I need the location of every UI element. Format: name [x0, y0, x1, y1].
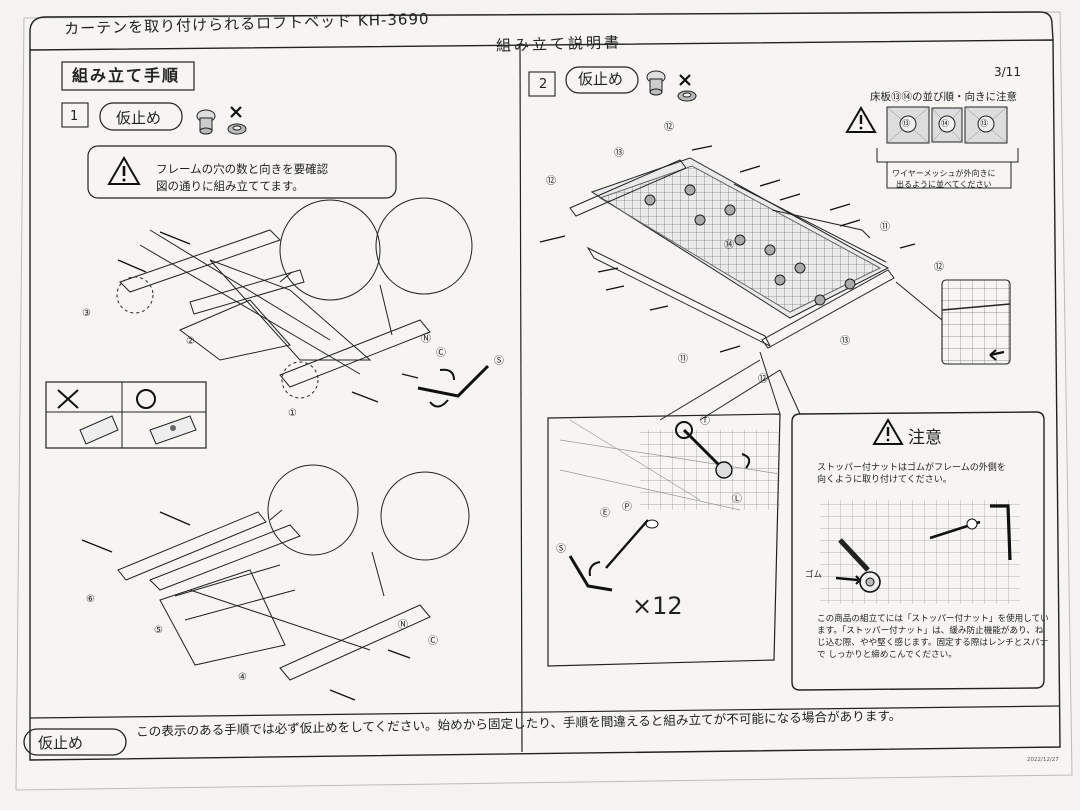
part-label-5: ⑤ [154, 625, 163, 636]
outer-frame [29, 39, 1061, 761]
footer-badge-frame [23, 728, 127, 756]
part-label-11-right: ⑪ [880, 222, 890, 233]
part-label-12-bottom: ⑫ [758, 374, 768, 385]
bolts-step2 [539, 145, 916, 353]
part-label-4: ④ [238, 672, 247, 683]
footer-divider [29, 705, 1061, 719]
stopper-nut-note: この商品の組立てには「ストッパー付ナット」を使用しています。「ストッパー付ナット… [817, 614, 1049, 660]
part-label-3: ③ [82, 308, 91, 319]
hardware-label-n: Ⓝ [421, 334, 431, 345]
section-heading-box [61, 61, 195, 91]
part-label-12-right: ⑫ [934, 262, 944, 273]
part-label-13-bottom: ⑬ [840, 336, 850, 347]
rubber-label: ゴム [805, 570, 823, 580]
prohibited-washer-icon-2 [677, 74, 697, 102]
warning-triangle-icon-2 [845, 106, 877, 133]
step-1-number-box [61, 102, 89, 128]
stopper-instruction: ストッパー付ナットはゴムがフレームの外側を 向くように取り付けてください。 [817, 463, 1006, 485]
comparison-box [45, 381, 207, 449]
document-type: 組み立て説明書 [495, 33, 623, 55]
warning-text-step1: フレームの穴の数と向きを要確認 図の通りに組み立ててます。 [156, 162, 329, 193]
floor-panel-14: ⑭ [941, 119, 949, 128]
detail-wrench-inset [547, 359, 781, 667]
warning-triangle-icon [107, 155, 141, 185]
part-label-14: ⑭ [724, 240, 734, 251]
step-2-number-box [528, 71, 556, 97]
step-1-badge-frame [99, 102, 183, 131]
hardware-label-n-lower: Ⓝ [398, 620, 408, 631]
floor-panel-diagram [876, 106, 1019, 189]
step-1-number: 1 [70, 109, 79, 124]
frame-assembly-lower [117, 464, 470, 681]
bolts-step1 [117, 231, 419, 403]
hardware-label-c-lower: Ⓒ [428, 636, 438, 647]
title-divider [29, 11, 1054, 50]
caution-box [759, 351, 1045, 691]
hardware-label-e: Ⓔ [600, 508, 610, 519]
detail-inset-mesh [895, 279, 1011, 365]
part-label-1: ① [288, 408, 297, 419]
allen-key-step1 [417, 364, 490, 408]
part-label-12-top: ⑫ [664, 122, 674, 133]
step-2-badge-frame [565, 66, 639, 94]
floor-order-note: 床板⑬⑭の並び順・向きに注意 [870, 91, 1017, 103]
bolts-step1-lower [81, 511, 411, 701]
floor-panel-13-right: ⑬ [980, 119, 988, 128]
print-date: 2022/12/27 [1027, 757, 1059, 763]
part-label-13-top: ⑬ [614, 148, 624, 159]
hardware-label-c: Ⓒ [436, 348, 446, 359]
floor-panel-13-left: ⑬ [902, 119, 910, 128]
bed-deck-assembly [569, 157, 895, 349]
part-label-2: ② [186, 336, 195, 347]
section-heading: 組み立て手順 [72, 66, 181, 85]
caution-title: 注意 [908, 428, 942, 448]
bolt-washer-icon [196, 109, 216, 135]
step-1-badge: 仮止め [116, 109, 162, 127]
prohibited-washer-icon [227, 106, 247, 135]
footer-badge: 仮止め [38, 734, 84, 752]
hardware-label-t: Ⓣ [700, 416, 710, 427]
part-label-12-left: ⑫ [546, 176, 556, 187]
mesh-direction-note: ワイヤーメッシュが外向きに 出るように並べてください [892, 169, 996, 189]
hardware-label-l: Ⓛ [732, 494, 742, 505]
part-label-11-bottom: ⑪ [678, 354, 688, 365]
step-2-number: 2 [539, 77, 548, 92]
frame-assembly-upper [116, 197, 473, 399]
center-divider [519, 45, 523, 753]
hardware-label-p: Ⓟ [622, 502, 632, 513]
page-number: 3/11 [994, 65, 1021, 79]
quantity-multiplier: ×12 [632, 592, 683, 620]
hardware-label-s2: Ⓢ [556, 544, 566, 555]
bolt-washer-icon-2 [646, 70, 666, 96]
warning-box-step1 [87, 145, 397, 199]
step-2-badge: 仮止め [578, 70, 624, 88]
part-label-6: ⑥ [86, 594, 95, 605]
hardware-label-s: Ⓢ [494, 356, 504, 367]
